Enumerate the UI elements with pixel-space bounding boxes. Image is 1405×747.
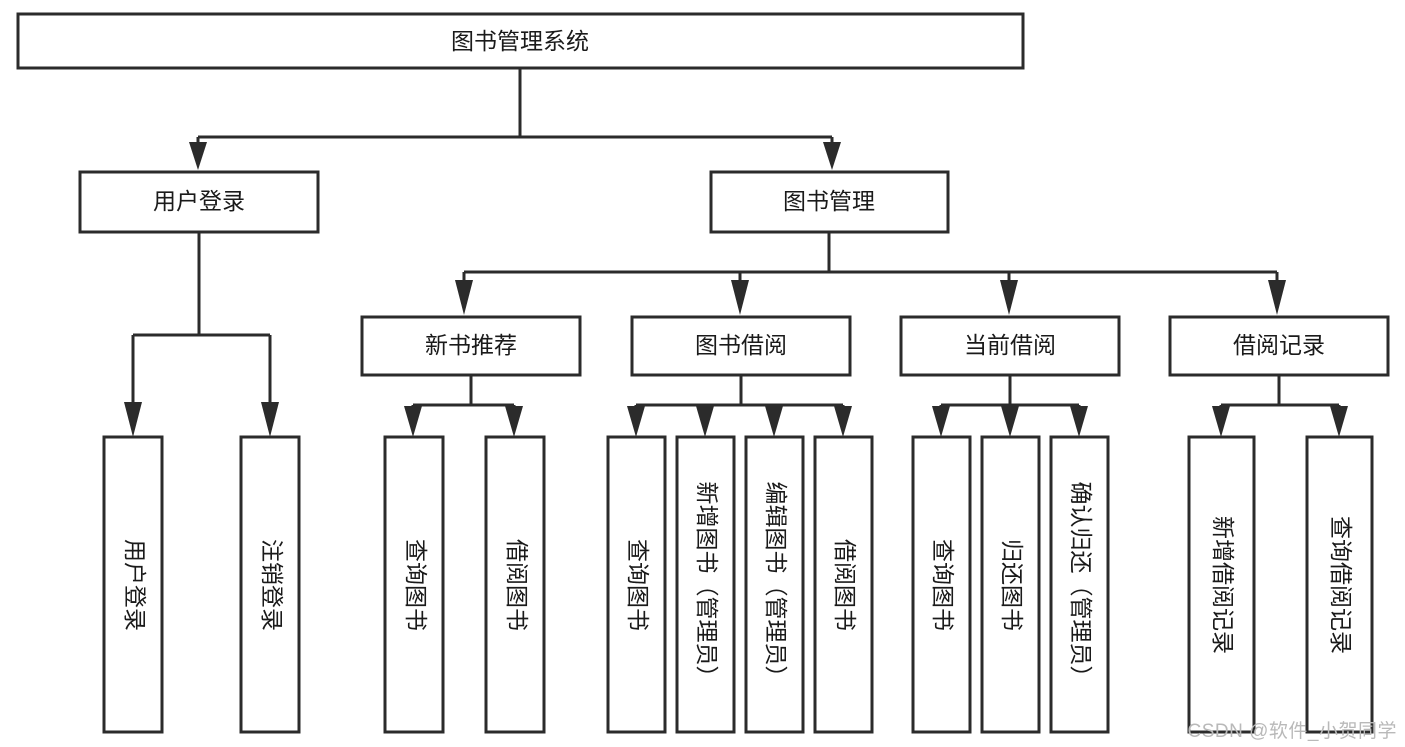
node-user-login-label: 用户登录 <box>153 188 245 214</box>
node-leaf-query-book-2[interactable]: 查询图书 <box>606 435 667 734</box>
node-borrow-record-box[interactable] <box>1168 315 1390 377</box>
node-root-box[interactable] <box>16 12 1025 70</box>
node-leaf-query-book-1[interactable]: 查询图书 <box>383 435 445 734</box>
node-root-label: 图书管理系统 <box>451 28 589 54</box>
node-book-manage[interactable]: 图书管理 <box>709 170 950 234</box>
node-borrow-record[interactable]: 借阅记录 <box>1168 315 1390 377</box>
arrow-head-to-leaf-query-record <box>1330 406 1348 437</box>
node-leaf-confirm-return[interactable]: 确认归还（管理员） <box>1049 435 1110 734</box>
node-leaf-logout-login[interactable]: 注销登录 <box>239 435 301 734</box>
node-leaf-return-book-label: 归还图书 <box>999 539 1025 631</box>
arrow-head-to-leaf-borrow-book-1 <box>505 406 523 437</box>
node-current-borrow-label: 当前借阅 <box>964 332 1056 358</box>
node-new-book-recommend-label: 新书推荐 <box>425 332 517 358</box>
arrow-head-to-leaf-query-book-2 <box>627 406 645 437</box>
node-current-borrow-box[interactable] <box>899 315 1121 377</box>
node-leaf-add-record[interactable]: 新增借阅记录 <box>1187 435 1256 734</box>
arrow-head-to-leaf-add-record <box>1212 406 1230 437</box>
node-leaf-borrow-book-1-box[interactable] <box>484 435 546 734</box>
node-book-borrow-box[interactable] <box>630 315 852 377</box>
node-book-manage-label: 图书管理 <box>783 188 875 214</box>
arrow-head-to-leaf-return-book <box>1001 406 1019 437</box>
node-leaf-query-book-3[interactable]: 查询图书 <box>911 435 972 734</box>
node-leaf-borrow-book-1-label: 借阅图书 <box>504 539 530 631</box>
node-leaf-logout-login-box[interactable] <box>239 435 301 734</box>
node-root[interactable]: 图书管理系统 <box>16 12 1025 70</box>
node-new-book-recommend[interactable]: 新书推荐 <box>360 315 582 377</box>
node-leaf-query-book-2-label: 查询图书 <box>625 539 651 631</box>
node-leaf-edit-book[interactable]: 编辑图书（管理员） <box>744 435 805 734</box>
node-leaf-add-record-box[interactable] <box>1187 435 1256 734</box>
connector-current-borrow-to-leaves <box>932 375 1088 437</box>
arrow-head-to-current-borrow <box>1000 280 1018 315</box>
node-leaf-query-record-label: 查询借阅记录 <box>1328 516 1354 654</box>
node-leaf-query-record[interactable]: 查询借阅记录 <box>1305 435 1374 734</box>
node-book-borrow-label: 图书借阅 <box>695 332 787 358</box>
connector-new-book-recommend-to-leaves <box>404 375 523 437</box>
arrow-head-to-leaf-confirm-return <box>1070 406 1088 437</box>
arrow-head-to-leaf-logout-login <box>261 402 279 437</box>
node-user-login[interactable]: 用户登录 <box>78 170 320 234</box>
node-leaf-query-record-box[interactable] <box>1305 435 1374 734</box>
node-leaf-confirm-return-box[interactable] <box>1049 435 1110 734</box>
connector-borrow-record-to-leaves <box>1212 375 1348 437</box>
arrow-head-to-leaf-add-book <box>696 406 714 437</box>
node-leaf-add-book[interactable]: 新增图书（管理员） <box>675 435 736 734</box>
node-leaf-user-login-label: 用户登录 <box>122 539 148 631</box>
node-leaf-query-book-2-box[interactable] <box>606 435 667 734</box>
node-leaf-return-book[interactable]: 归还图书 <box>980 435 1041 734</box>
connector-user-login-to-leaves <box>124 232 279 437</box>
node-book-borrow[interactable]: 图书借阅 <box>630 315 852 377</box>
node-leaf-query-book-1-box[interactable] <box>383 435 445 734</box>
node-leaf-user-login-box[interactable] <box>102 435 164 734</box>
node-leaf-logout-login-label: 注销登录 <box>259 539 285 631</box>
connector-root-to-level2 <box>189 68 841 170</box>
node-leaf-edit-book-box[interactable] <box>744 435 805 734</box>
arrow-head-to-leaf-borrow-book-2 <box>834 406 852 437</box>
node-leaf-borrow-book-2-box[interactable] <box>813 435 874 734</box>
node-leaf-return-book-box[interactable] <box>980 435 1041 734</box>
connector-book-manage-to-level3 <box>455 232 1286 315</box>
arrow-head-to-leaf-query-book-1 <box>404 406 422 437</box>
node-leaf-add-book-box[interactable] <box>675 435 736 734</box>
arrow-head-to-leaf-edit-book <box>765 406 783 437</box>
arrow-head-to-book-borrow <box>731 280 749 315</box>
connector-book-borrow-to-leaves <box>627 375 852 437</box>
node-leaf-confirm-return-label: 确认归还（管理员） <box>1068 482 1094 689</box>
node-leaf-borrow-book-2-label: 借阅图书 <box>832 539 858 631</box>
node-leaf-user-login[interactable]: 用户登录 <box>102 435 164 734</box>
node-current-borrow[interactable]: 当前借阅 <box>899 315 1121 377</box>
node-leaf-edit-book-label: 编辑图书（管理员） <box>763 482 789 689</box>
node-leaf-query-book-3-label: 查询图书 <box>930 539 956 631</box>
arrow-head-to-borrow-record <box>1268 280 1286 315</box>
arrow-head-to-new-book-recommend <box>455 280 473 315</box>
node-leaf-borrow-book-2[interactable]: 借阅图书 <box>813 435 874 734</box>
arrow-head-to-user-login <box>189 142 207 170</box>
node-leaf-add-book-label: 新增图书（管理员） <box>694 482 720 689</box>
node-leaf-borrow-book-1[interactable]: 借阅图书 <box>484 435 546 734</box>
node-book-manage-box[interactable] <box>709 170 950 234</box>
arrow-head-to-book-manage <box>823 142 841 170</box>
node-leaf-query-book-3-box[interactable] <box>911 435 972 734</box>
node-leaf-add-record-label: 新增借阅记录 <box>1210 516 1236 654</box>
node-borrow-record-label: 借阅记录 <box>1233 332 1325 358</box>
arrow-head-to-leaf-query-book-3 <box>932 406 950 437</box>
csdn-watermark: CSDN @软件_小贺同学 <box>1187 721 1397 742</box>
arrow-head-to-leaf-user-login <box>124 402 142 437</box>
node-new-book-recommend-box[interactable] <box>360 315 582 377</box>
node-leaf-query-book-1-label: 查询图书 <box>403 539 429 631</box>
